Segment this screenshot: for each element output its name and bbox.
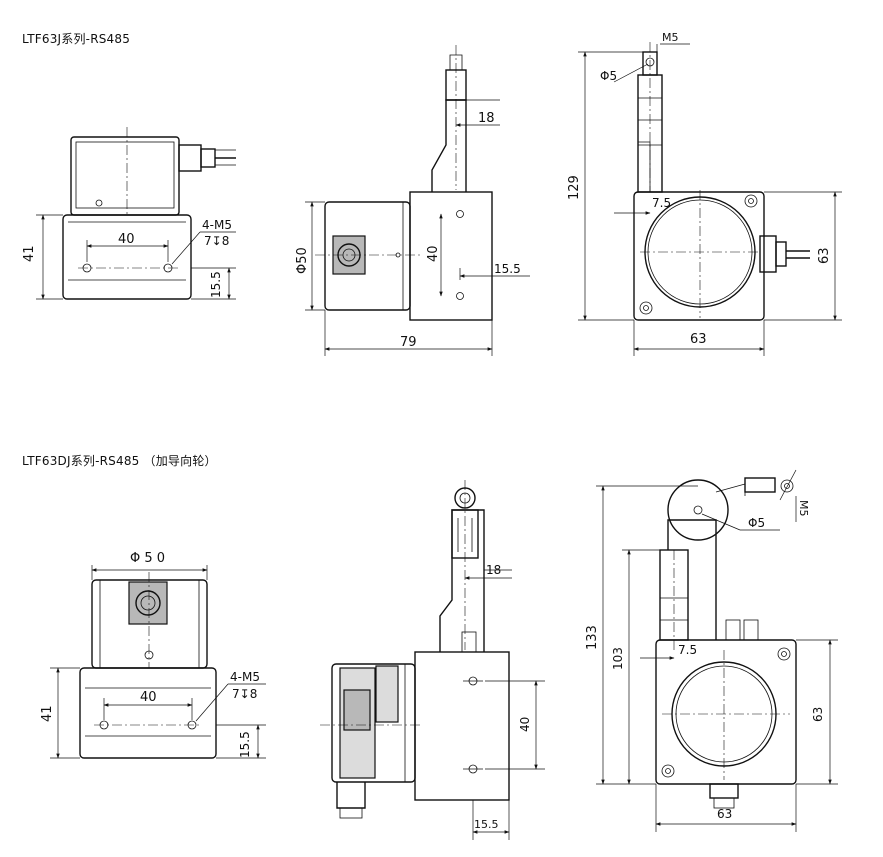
bottom-back-view: M5 Φ5 133 103 7.5 63 63	[585, 469, 838, 832]
dim-18-bottom: 18	[486, 563, 501, 577]
dim-7-5-top: 7.5	[652, 196, 671, 210]
label-4-m5-bottom: 4-M5	[230, 670, 260, 684]
label-phi5-bottom: Φ5	[748, 516, 765, 530]
label-m5-bottom: M5	[797, 500, 810, 517]
label-depth-bottom: 7↧8	[232, 687, 257, 701]
label-4-m5-top: 4-M5	[202, 218, 232, 232]
dim-63-side-bottom: 63	[811, 707, 825, 722]
dim-7-5-bottom: 7.5	[678, 643, 697, 657]
dim-41-bottom: 41	[40, 705, 55, 722]
dim-15-5-top: 15.5	[209, 271, 223, 298]
dim-15-5-side-bottom: 15.5	[474, 818, 499, 831]
dim-129-top: 129	[567, 175, 582, 200]
dim-63-side-top: 63	[817, 247, 832, 264]
title-top: LTF63J系列-RS485	[22, 32, 131, 46]
dim-40-top: 40	[118, 232, 135, 247]
dim-15-5-side-top: 15.5	[494, 262, 521, 276]
top-front-view: 41 40 4-M5 7↧8 15.5	[22, 127, 236, 300]
bottom-side-view: 18 40 15.5	[320, 480, 545, 840]
dim-40-side-bottom: 40	[518, 717, 532, 732]
dim-103-bottom: 103	[611, 647, 625, 670]
title-bottom: LTF63DJ系列-RS485 （加导向轮）	[22, 454, 217, 468]
dim-79-top: 79	[400, 335, 417, 350]
top-side-view: 18 Φ50 40 15.5 79	[295, 45, 530, 356]
bottom-front-view: Φ 5 0 41 40 4-M5 7↧8 15.5	[40, 551, 266, 759]
dim-phi50-top: Φ50	[295, 247, 310, 274]
top-back-view: M5 Φ5 129 7.5 63 63	[567, 31, 842, 356]
dim-40-bottom: 40	[140, 690, 157, 705]
dim-phi50-bottom: Φ 5 0	[130, 551, 165, 566]
dim-63-bottom-top: 63	[690, 332, 707, 347]
label-m5-top: M5	[662, 31, 679, 44]
label-depth-top: 7↧8	[204, 234, 229, 248]
dim-41-top: 41	[22, 245, 37, 262]
label-phi5-top: Φ5	[600, 69, 617, 83]
dim-63-bottom-bottom: 63	[717, 807, 732, 821]
dim-15-5-bottom: 15.5	[238, 731, 252, 758]
dim-40-side-top: 40	[426, 245, 441, 262]
dim-133-bottom: 133	[585, 625, 600, 650]
dim-18-top: 18	[478, 111, 495, 126]
